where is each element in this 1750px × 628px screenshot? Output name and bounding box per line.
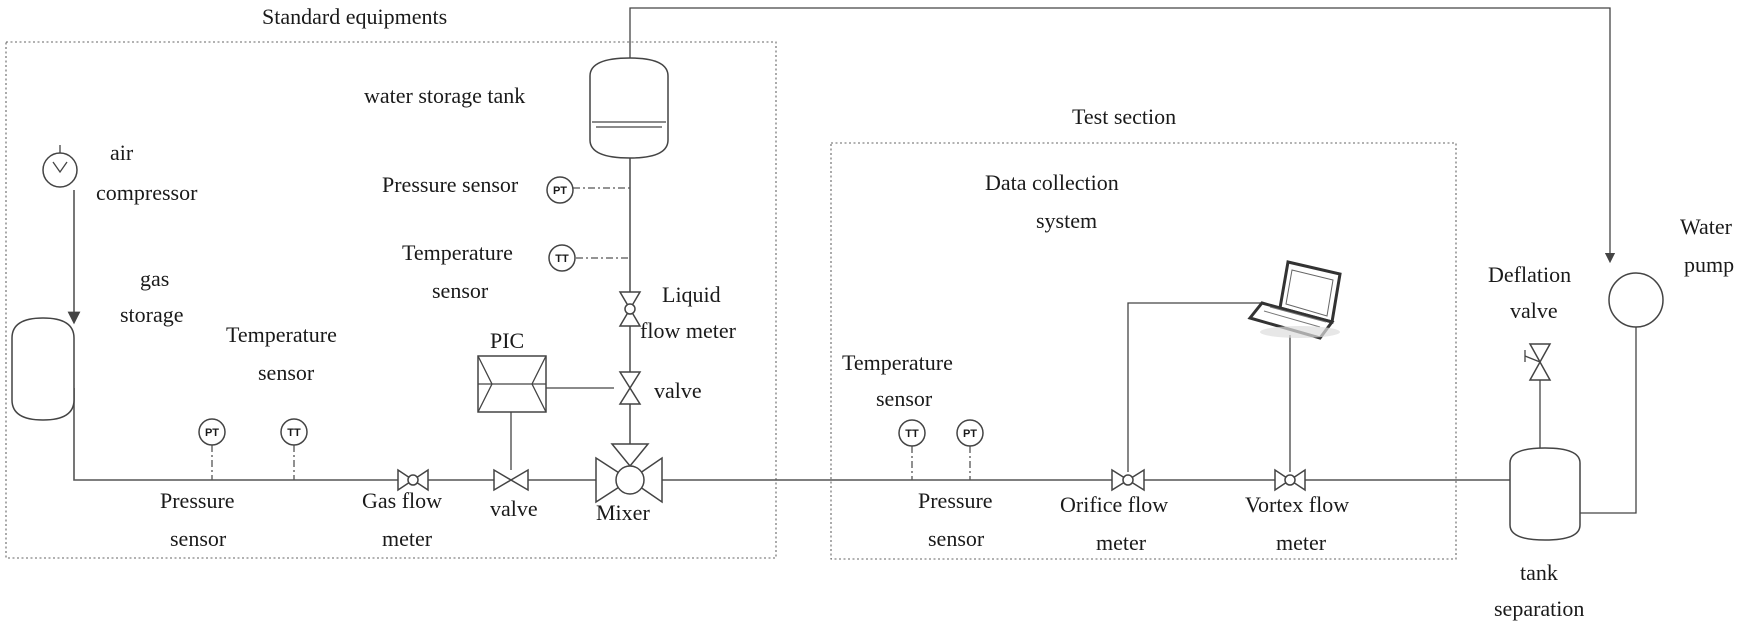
water-pump-label-1: Water bbox=[1680, 214, 1733, 239]
pressure-sensor-test-label-1: Pressure bbox=[918, 488, 993, 513]
gas-storage-label-2: storage bbox=[120, 302, 184, 327]
air-compressor-label-1: air bbox=[110, 140, 134, 165]
tank-separation-label-2: separation bbox=[1494, 596, 1584, 621]
orifice-flow-meter-label-1: Orifice flow bbox=[1060, 492, 1168, 517]
temperature-sensor-gas-label-2: sensor bbox=[258, 360, 315, 385]
pt-instrument-gas-icon bbox=[198, 418, 226, 446]
standard-equipments-box bbox=[5, 41, 777, 559]
vortex-flow-meter-label-2: meter bbox=[1276, 530, 1327, 555]
air-compressor-icon bbox=[42, 152, 78, 188]
vortex-flow-meter-icon bbox=[1274, 468, 1306, 492]
liquid-flow-meter-label-2: flow meter bbox=[640, 318, 737, 343]
pt-test-text: PT bbox=[963, 428, 977, 440]
data-collection-label-2: system bbox=[1036, 208, 1097, 233]
gas-valve-label: valve bbox=[490, 496, 538, 521]
pt-instrument-test-icon bbox=[956, 419, 984, 447]
tt-instrument-gas-icon bbox=[280, 418, 308, 446]
water-storage-tank-icon bbox=[589, 57, 669, 159]
temperature-sensor-tank-label-1: Temperature bbox=[402, 240, 513, 265]
liquid-flow-meter-label-1: Liquid bbox=[662, 282, 721, 307]
tank-separation-icon bbox=[1509, 447, 1581, 541]
temperature-sensor-test-label-2: sensor bbox=[876, 386, 933, 411]
deflation-valve-label-2: valve bbox=[1510, 298, 1558, 323]
test-section-box bbox=[830, 142, 1457, 560]
orifice-wire bbox=[1127, 302, 1262, 472]
pressure-sensor-tank-label: Pressure sensor bbox=[382, 172, 519, 197]
pressure-sensor-gas-label-2: sensor bbox=[170, 526, 227, 551]
liquid-valve-icon bbox=[618, 371, 642, 405]
pt-tank-text: PT bbox=[553, 185, 567, 197]
orifice-flow-meter-icon bbox=[1111, 468, 1145, 492]
water-pump-icon bbox=[1608, 272, 1664, 328]
tt-gas-text: TT bbox=[287, 427, 301, 439]
gas-valve-icon bbox=[493, 468, 529, 492]
tank-separation-label-1: tank bbox=[1520, 560, 1558, 585]
liquid-flow-meter-icon bbox=[618, 291, 642, 327]
data-collection-label-1: Data collection bbox=[985, 170, 1119, 195]
main-pipe bbox=[73, 388, 398, 481]
temperature-sensor-tank-label-2: sensor bbox=[432, 278, 489, 303]
gas-flow-meter-icon bbox=[397, 468, 429, 492]
water-pump-label-2: pump bbox=[1684, 252, 1734, 277]
tt-tank-text: TT bbox=[555, 253, 569, 265]
orifice-flow-meter-label-2: meter bbox=[1096, 530, 1147, 555]
laptop-icon bbox=[1247, 260, 1342, 340]
pic-label: PIC bbox=[490, 328, 524, 353]
separator-to-pump bbox=[1580, 304, 1642, 514]
pressure-sensor-test-label-2: sensor bbox=[928, 526, 985, 551]
temperature-sensor-gas-label-1: Temperature bbox=[226, 322, 337, 347]
tt-instrument-test-icon bbox=[898, 419, 926, 447]
pt-instrument-tank-icon bbox=[546, 176, 574, 204]
tt-test-text: TT bbox=[905, 428, 919, 440]
return-line bbox=[629, 7, 1616, 264]
gas-storage-label-1: gas bbox=[140, 266, 169, 291]
standard-equipments-title: Standard equipments bbox=[262, 4, 447, 29]
air-compressor-label-2: compressor bbox=[96, 180, 198, 205]
mixer-label: Mixer bbox=[596, 500, 650, 525]
pic-controller-icon bbox=[477, 355, 547, 413]
tt-instrument-tank-icon bbox=[548, 244, 576, 272]
gas-flow-meter-label-2: meter bbox=[382, 526, 433, 551]
gas-storage-icon bbox=[11, 317, 75, 421]
mixer-icon bbox=[595, 443, 663, 504]
deflation-valve-label-1: Deflation bbox=[1488, 262, 1571, 287]
test-section-title: Test section bbox=[1072, 104, 1176, 129]
pt-gas-text: PT bbox=[205, 427, 219, 439]
gas-flow-meter-label-1: Gas flow bbox=[362, 488, 442, 513]
water-storage-tank-label: water storage tank bbox=[364, 83, 525, 108]
liquid-valve-label: valve bbox=[654, 378, 702, 403]
temperature-sensor-test-label-1: Temperature bbox=[842, 350, 953, 375]
vortex-flow-meter-label-1: Vortex flow bbox=[1245, 492, 1349, 517]
pressure-sensor-gas-label-1: Pressure bbox=[160, 488, 235, 513]
